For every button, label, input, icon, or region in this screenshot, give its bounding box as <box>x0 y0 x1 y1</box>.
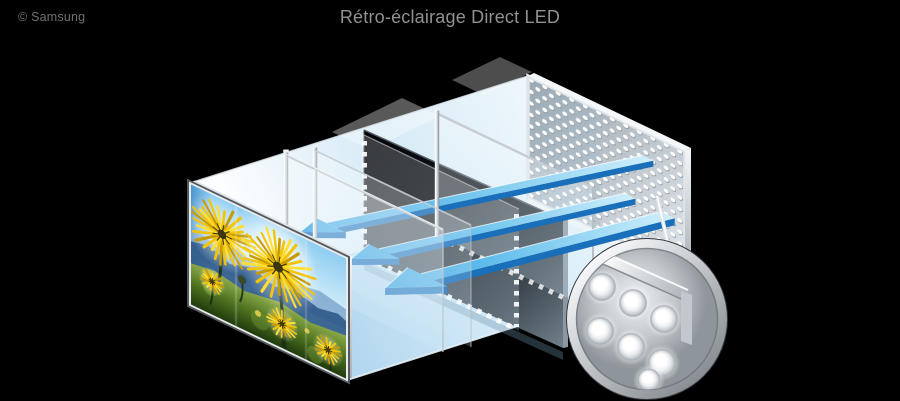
screen-panel <box>187 178 352 385</box>
screen-frame-inner <box>189 181 348 382</box>
flower-bud <box>238 275 246 285</box>
flower <box>235 219 321 315</box>
magnified-panel-edge <box>603 252 688 302</box>
copyright-text: © Samsung <box>18 10 86 24</box>
flower <box>265 305 299 343</box>
screen-image-flowers <box>190 183 347 381</box>
magnifier-inset <box>566 195 728 400</box>
magnifier-ring <box>567 239 727 399</box>
led-orb <box>619 289 647 317</box>
led-orb <box>588 273 616 301</box>
led-orb <box>617 333 645 361</box>
flower <box>198 266 226 297</box>
led-orb <box>586 317 614 345</box>
screen-frame-outer <box>187 178 350 385</box>
flower <box>312 332 344 368</box>
glass-panel-2 <box>313 149 472 347</box>
led-orb <box>638 369 660 390</box>
silver-post <box>434 110 440 237</box>
flower <box>190 193 259 276</box>
magnified-led-bulbs <box>581 268 683 390</box>
led-orb <box>650 305 678 333</box>
page-title: Rétro-éclairage Direct LED <box>339 7 561 27</box>
